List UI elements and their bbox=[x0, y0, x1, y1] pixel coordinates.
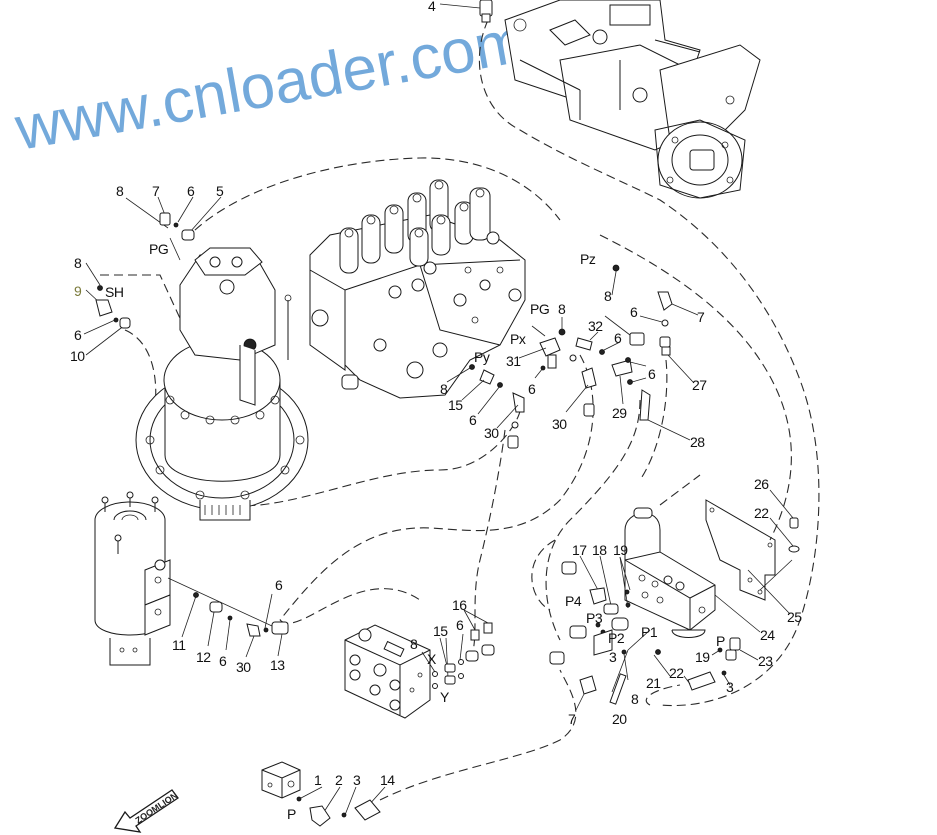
callout-7: 7 bbox=[568, 711, 576, 727]
motor-bolts bbox=[145, 395, 305, 500]
callout-27: 27 bbox=[692, 377, 707, 393]
valve-fittings bbox=[518, 264, 699, 441]
callout-6: 6 bbox=[469, 412, 477, 428]
swivel-fittings bbox=[167, 577, 289, 658]
center-swivel-joint bbox=[94, 491, 171, 666]
callout-6: 6 bbox=[648, 366, 656, 382]
swing-motor bbox=[135, 247, 309, 521]
port-p4: P4 bbox=[565, 593, 582, 609]
callout-19: 19 bbox=[695, 649, 710, 665]
callout-3: 3 bbox=[609, 649, 617, 665]
callout-6: 6 bbox=[630, 304, 638, 320]
callout-23: 23 bbox=[758, 653, 773, 669]
pilot-valve-block bbox=[344, 624, 431, 719]
control-valve bbox=[309, 179, 526, 399]
callout-1: 1 bbox=[314, 772, 322, 788]
callout-8: 8 bbox=[74, 255, 82, 271]
port-pg-valve: PG bbox=[530, 301, 549, 317]
bottom-port-block bbox=[261, 761, 301, 799]
port-p-bottom: P bbox=[287, 806, 296, 822]
accumulator-fittings bbox=[549, 489, 800, 711]
port-p2: P2 bbox=[608, 630, 625, 646]
callout-4: 4 bbox=[428, 0, 436, 14]
callout-16: 16 bbox=[452, 597, 467, 613]
callout-28: 28 bbox=[690, 434, 705, 450]
callout-8: 8 bbox=[116, 183, 124, 199]
callout-8: 8 bbox=[604, 288, 612, 304]
callout-6: 6 bbox=[456, 617, 464, 633]
callout-21: 21 bbox=[646, 675, 661, 691]
callout-31: 31 bbox=[506, 353, 521, 369]
callout-2: 2 bbox=[335, 772, 343, 788]
callout-30: 30 bbox=[236, 659, 251, 675]
callout-9: 9 bbox=[74, 283, 82, 299]
callout-24: 24 bbox=[760, 627, 775, 643]
hose-routes bbox=[100, 19, 820, 801]
callout-5: 5 bbox=[216, 183, 224, 199]
callout-3: 3 bbox=[353, 772, 361, 788]
valve-spools bbox=[339, 179, 491, 274]
callout-6: 6 bbox=[187, 183, 195, 199]
port-py: Py bbox=[474, 349, 490, 365]
swing-fittings bbox=[125, 196, 222, 261]
sh-fittings bbox=[83, 262, 131, 356]
callout-30: 30 bbox=[552, 416, 567, 432]
direction-arrow: ZOOMLION bbox=[113, 789, 180, 833]
port-x: X bbox=[427, 651, 437, 667]
callout-13: 13 bbox=[270, 657, 285, 673]
callout-7: 7 bbox=[152, 183, 160, 199]
main-pump bbox=[504, 0, 761, 199]
callout-14: 14 bbox=[380, 772, 395, 788]
callout-6: 6 bbox=[614, 330, 622, 346]
pilot-block-fittings bbox=[421, 609, 495, 689]
pump-fitting-4 bbox=[439, 0, 493, 23]
callout-3: 3 bbox=[726, 679, 734, 695]
callout-11: 11 bbox=[172, 637, 186, 653]
watermark: www.cnloader.com bbox=[9, 6, 531, 164]
solenoid-valve-block bbox=[624, 551, 716, 638]
callout-26: 26 bbox=[754, 476, 769, 492]
port-y: Y bbox=[440, 689, 450, 705]
callout-19: 19 bbox=[613, 542, 628, 558]
callout-18: 18 bbox=[592, 542, 607, 558]
py-fittings bbox=[446, 364, 525, 449]
bottom-fittings bbox=[296, 786, 386, 827]
callout-6: 6 bbox=[528, 381, 536, 397]
callout-15: 15 bbox=[448, 397, 463, 413]
port-pz: Pz bbox=[580, 251, 596, 267]
callout-6: 6 bbox=[275, 577, 283, 593]
callout-6: 6 bbox=[74, 327, 82, 343]
port-p1: P1 bbox=[641, 624, 658, 640]
callout-15: 15 bbox=[433, 623, 448, 639]
callout-8: 8 bbox=[558, 301, 566, 317]
port-p-accumulator: P bbox=[716, 633, 725, 649]
callout-29: 29 bbox=[612, 405, 627, 421]
port-p3: P3 bbox=[586, 610, 603, 626]
callout-30: 30 bbox=[484, 425, 499, 441]
callout-17: 17 bbox=[572, 542, 587, 558]
direction-arrow-label: ZOOMLION bbox=[134, 790, 180, 825]
callout-20: 20 bbox=[612, 711, 627, 727]
callout-25: 25 bbox=[787, 609, 802, 625]
callout-8: 8 bbox=[440, 381, 448, 397]
callout-8: 8 bbox=[410, 636, 418, 652]
port-px: Px bbox=[510, 331, 526, 347]
callout-22: 22 bbox=[754, 505, 769, 521]
callout-10: 10 bbox=[70, 348, 85, 364]
callout-22: 22 bbox=[669, 665, 684, 681]
port-pg-swing: PG bbox=[149, 241, 168, 257]
callout-32: 32 bbox=[588, 318, 603, 334]
callout-6: 6 bbox=[219, 653, 227, 669]
callout-12: 12 bbox=[196, 649, 211, 665]
callout-8: 8 bbox=[631, 691, 639, 707]
port-sh: SH bbox=[105, 284, 123, 300]
callout-7: 7 bbox=[697, 309, 705, 325]
